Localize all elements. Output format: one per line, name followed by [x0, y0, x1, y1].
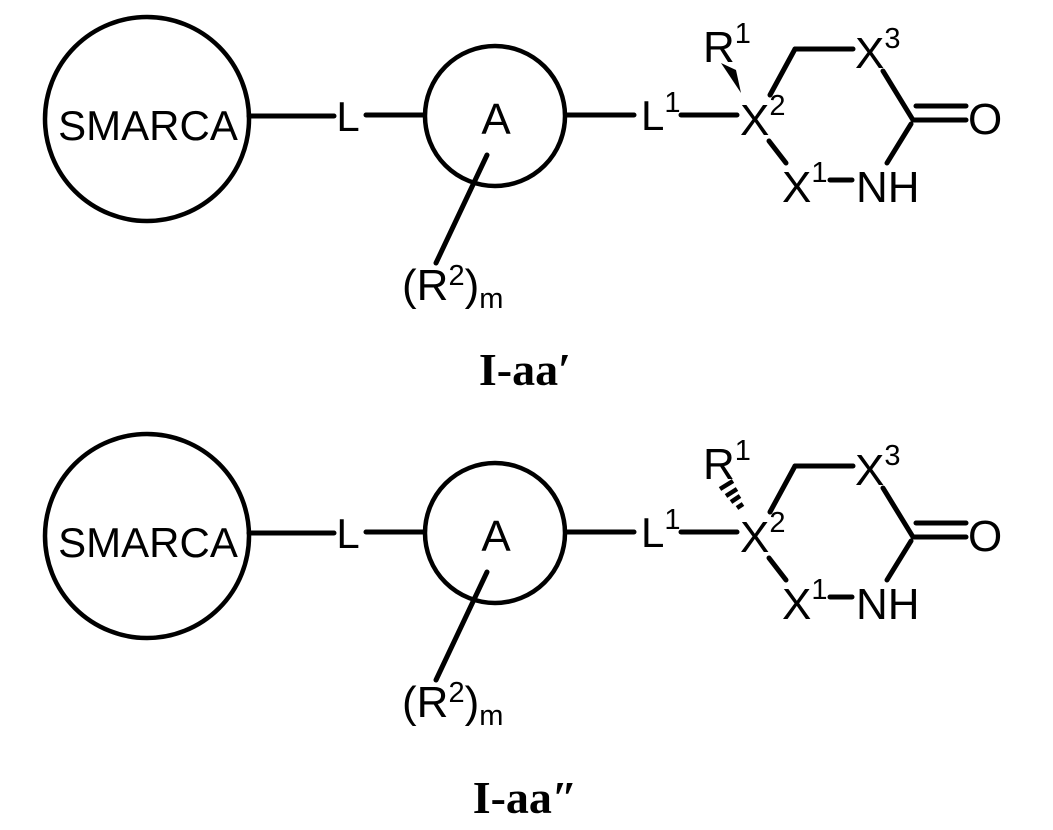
smarca-label: SMARCA	[58, 519, 238, 566]
r1-substituent-label-segment: 1	[735, 435, 751, 467]
nh-atom-label: NH	[856, 163, 920, 212]
structure-2-formula-label: I-aa″	[473, 772, 578, 823]
x2-atom-label: X2	[740, 507, 786, 562]
smarca-node-circle	[42, 431, 252, 641]
nh-atom-label-segment: NH	[856, 580, 920, 629]
o-atom-label-segment: O	[968, 95, 1002, 144]
hash-dash	[724, 487, 739, 498]
r2m-substituent-label-segment: m	[479, 700, 503, 732]
ring-a-label-segment: A	[481, 95, 511, 144]
r2m-substituent-label-segment: (R	[402, 261, 448, 310]
r1-substituent-label-segment: 1	[735, 18, 751, 50]
linker-l1-label: L1	[641, 504, 681, 556]
x3-atom-label-segment: 3	[884, 440, 900, 472]
r2m-substituent-label-segment: )	[465, 678, 480, 727]
linker-l1-label-segment: 1	[664, 87, 680, 119]
x3-atom-label-segment: X	[855, 29, 884, 78]
bond-x2-ch2	[767, 46, 798, 98]
linker-l1-label-segment: 1	[664, 504, 680, 536]
o-atom-label: O	[968, 95, 1002, 144]
r2m-substituent-label: (R2)m	[402, 260, 503, 315]
r1-substituent-label: R1	[703, 435, 751, 489]
x3-atom-label-segment: 3	[884, 23, 900, 55]
ring-a-label: A	[481, 95, 511, 144]
x2-atom-label-segment: X	[740, 513, 769, 562]
hash-dash	[718, 479, 735, 491]
bond-x2-ch2	[767, 463, 798, 515]
r1-substituent-label-segment: R	[703, 23, 735, 72]
bond-a-r2m	[433, 569, 490, 683]
linker-l-label: L	[336, 510, 359, 557]
r1-substituent-label-segment: R	[703, 440, 735, 489]
x1-atom-label: X1	[782, 157, 828, 212]
linker-l-label-segment: L	[336, 510, 359, 557]
x1-atom-label-segment: X	[782, 580, 811, 629]
bond-c-nh	[884, 121, 914, 166]
x1-atom-label: X1	[782, 574, 828, 629]
bond-x3-c	[880, 485, 916, 540]
x3-atom-label: X3	[855, 440, 901, 495]
r2m-substituent-label-segment: 2	[448, 260, 464, 292]
linker-l-label: L	[336, 93, 359, 140]
ring-a-label: A	[481, 512, 511, 561]
x1-atom-label-segment: 1	[811, 157, 827, 189]
nh-atom-label: NH	[856, 580, 920, 629]
r2m-substituent-label-segment: 2	[448, 677, 464, 709]
o-atom-label: O	[968, 512, 1002, 561]
x2-atom-label-segment: 2	[769, 507, 785, 539]
x3-atom-label-segment: X	[855, 446, 884, 495]
linker-l1-label: L1	[641, 87, 681, 139]
hash-dash	[735, 502, 745, 510]
r2m-substituent-label-segment: m	[479, 283, 503, 315]
smarca-label-segment: SMARCA	[58, 519, 238, 566]
x2-atom-label-segment: X	[740, 96, 769, 145]
bond-c-nh	[884, 538, 914, 583]
smarca-node-circle	[42, 14, 252, 224]
bond-x3-c	[880, 68, 916, 123]
hash-bond-r1-x2	[718, 479, 745, 510]
x1-atom-label-segment: 1	[811, 574, 827, 606]
ring-a-label-segment: A	[481, 512, 511, 561]
x3-atom-label: X3	[855, 23, 901, 78]
smarca-label-segment: SMARCA	[58, 102, 238, 149]
hash-dash	[729, 494, 742, 504]
bond-a-r2m	[433, 152, 490, 266]
o-atom-label-segment: O	[968, 512, 1002, 561]
linker-l-label-segment: L	[336, 93, 359, 140]
linker-l1-label-segment: L	[641, 509, 664, 556]
linker-l1-label-segment: L	[641, 92, 664, 139]
bond-x1-x2	[766, 555, 789, 583]
r2m-substituent-label-segment: (R	[402, 678, 448, 727]
x2-atom-label-segment: 2	[769, 90, 785, 122]
x2-atom-label: X2	[740, 90, 786, 145]
nh-atom-label-segment: NH	[856, 163, 920, 212]
structure-1-formula-label: I-aa′	[479, 344, 571, 395]
bond-x1-x2	[766, 138, 789, 166]
x1-atom-label-segment: X	[782, 163, 811, 212]
r1-substituent-label: R1	[703, 18, 751, 72]
smarca-label: SMARCA	[58, 102, 238, 149]
r2m-substituent-label: (R2)m	[402, 677, 503, 732]
r2m-substituent-label-segment: )	[465, 261, 480, 310]
wedge-bond-r1-x2	[721, 63, 741, 93]
